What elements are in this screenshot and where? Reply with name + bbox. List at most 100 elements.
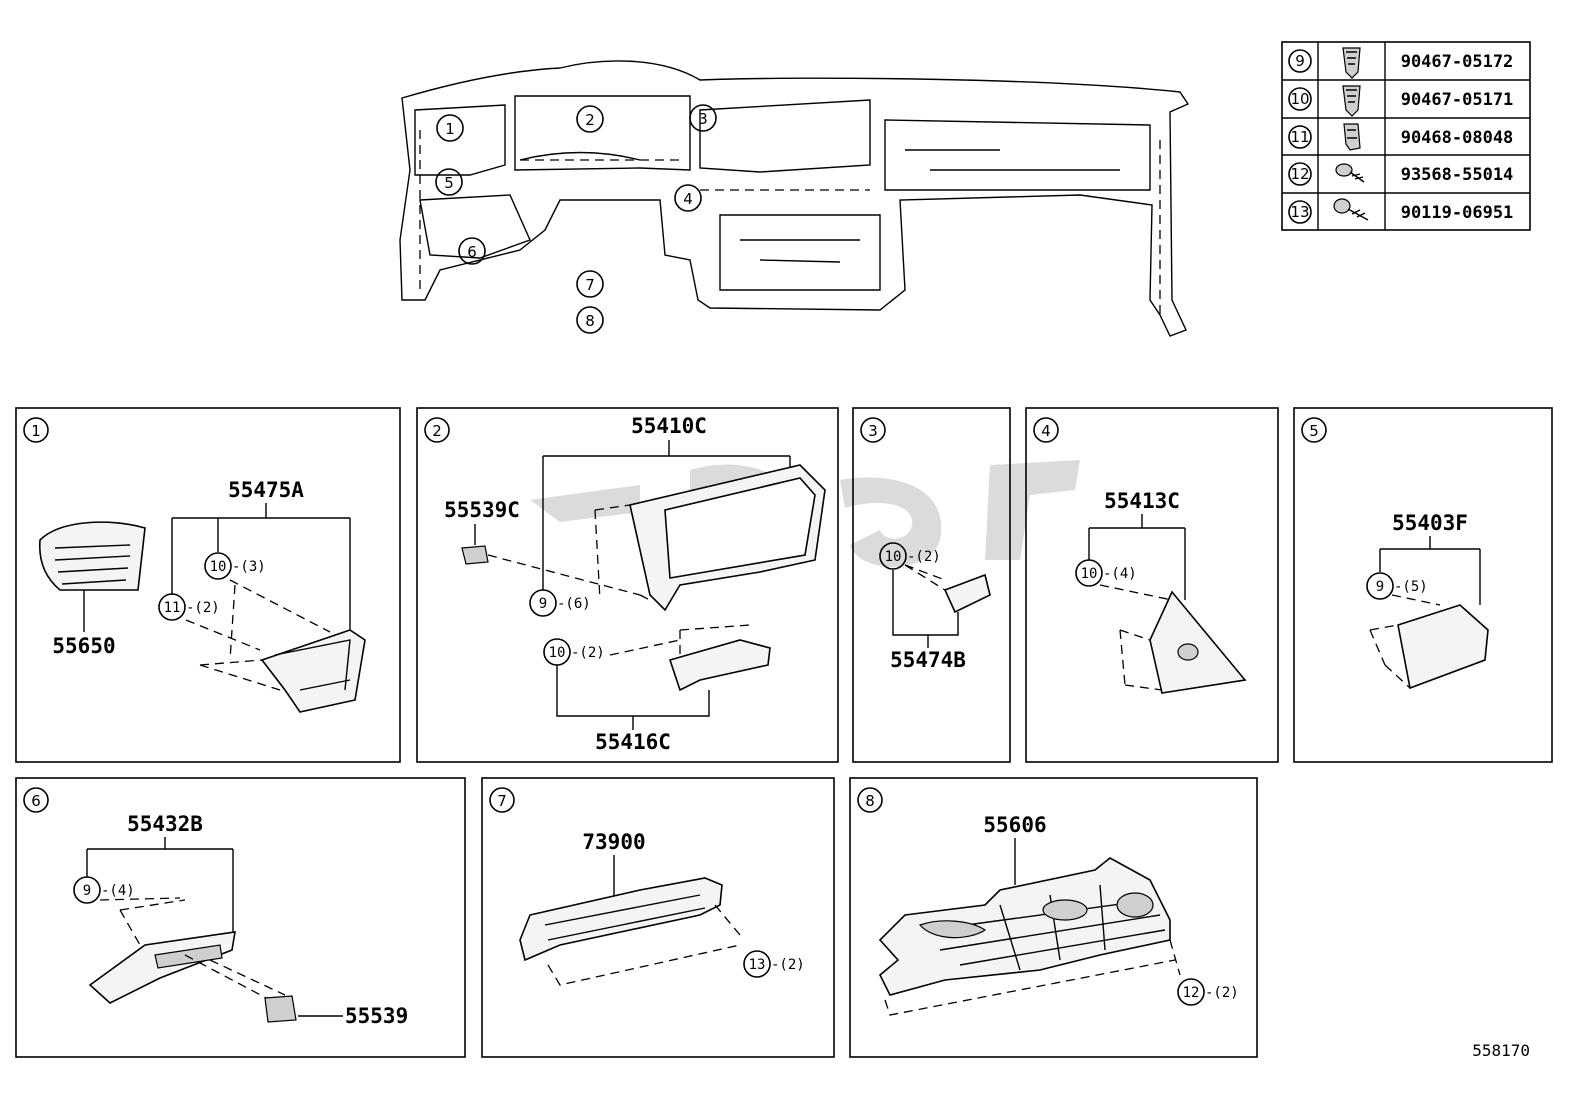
svg-text:1: 1	[445, 120, 455, 138]
svg-text:4: 4	[1041, 422, 1051, 440]
svg-text:9: 9	[1376, 579, 1384, 595]
svg-text:4: 4	[683, 190, 693, 208]
dashboard-overview	[399, 60, 1190, 337]
part-55403F-drawing	[1397, 604, 1489, 690]
svg-text:93568-55014: 93568-55014	[1401, 165, 1514, 185]
svg-text:-(2): -(2)	[571, 645, 605, 661]
svg-text:13: 13	[1290, 203, 1309, 221]
clip-icon	[1342, 85, 1361, 117]
part-55410C-label[interactable]: 55410C	[631, 414, 707, 438]
svg-text:-(4): -(4)	[1103, 566, 1137, 582]
overview-callout-6[interactable]: 6	[458, 237, 486, 265]
part-55606-label[interactable]: 55606	[983, 813, 1046, 837]
svg-text:90119-06951: 90119-06951	[1401, 203, 1514, 223]
svg-text:5: 5	[444, 174, 454, 192]
bolt-icon	[1333, 198, 1369, 221]
svg-text:2: 2	[585, 111, 595, 129]
svg-text:12: 12	[1183, 985, 1200, 1001]
part-55416C-label[interactable]: 55416C	[595, 730, 671, 754]
part-55475A-label[interactable]: 55475A	[228, 478, 304, 502]
svg-text:-(4): -(4)	[101, 883, 135, 899]
panel-5: 5 55403F 9 -(5)	[1293, 407, 1553, 763]
part-55403F-label[interactable]: 55403F	[1392, 511, 1468, 535]
svg-text:9: 9	[83, 883, 91, 899]
svg-text:5: 5	[1309, 422, 1319, 440]
svg-text:6: 6	[31, 792, 41, 810]
panel-1: 1 55650 55475A 10 -(3) 11 -(2)	[15, 407, 401, 763]
svg-text:1: 1	[31, 422, 41, 440]
clip-icon	[1342, 47, 1361, 79]
svg-text:6: 6	[467, 243, 477, 261]
svg-text:-(2): -(2)	[186, 600, 220, 616]
svg-text:-(2): -(2)	[771, 957, 805, 973]
diagram-id: 558170	[1472, 1041, 1530, 1060]
part-55606-drawing	[878, 857, 1171, 996]
table-row[interactable]: 11 90468-08048	[1288, 123, 1514, 151]
part-55413C-drawing	[1149, 590, 1247, 694]
svg-text:-(5): -(5)	[1394, 579, 1428, 595]
part-55432B-label[interactable]: 55432B	[127, 812, 203, 836]
svg-text:7: 7	[497, 792, 507, 810]
part-73900-label[interactable]: 73900	[582, 830, 645, 854]
part-55650-label[interactable]: 55650	[52, 634, 115, 658]
panel-8: 8 55606 12 -(2)	[849, 777, 1258, 1058]
part-55475A-drawing	[260, 629, 366, 713]
svg-text:90467-05171: 90467-05171	[1401, 90, 1514, 110]
svg-text:-(3): -(3)	[232, 559, 266, 575]
part-55413C-label[interactable]: 55413C	[1104, 489, 1180, 513]
panel-7: 7 73900 13 -(2)	[481, 777, 835, 1058]
svg-text:12: 12	[1290, 165, 1309, 183]
svg-text:9: 9	[539, 596, 547, 612]
svg-text:8: 8	[865, 792, 875, 810]
svg-text:10: 10	[1081, 566, 1098, 582]
svg-text:-(6): -(6)	[557, 596, 591, 612]
screw-icon	[1335, 163, 1365, 183]
table-row[interactable]: 12 93568-55014	[1288, 162, 1514, 186]
overview-callout-7[interactable]: 7	[576, 270, 604, 298]
svg-text:11: 11	[1290, 128, 1309, 146]
svg-text:90467-05172: 90467-05172	[1401, 52, 1514, 72]
panel-2: 2 55410C 55539C 9 -(6) 10 -(2) 55416C	[416, 407, 839, 763]
clip-icon	[1343, 123, 1361, 151]
part-55410C-drawing	[629, 464, 826, 612]
fastener-table: 9 90467-05172 10 90467-05171 11 90468-08…	[1281, 41, 1531, 231]
part-55539-label[interactable]: 55539	[345, 1004, 408, 1028]
svg-text:13: 13	[749, 957, 766, 973]
overview-callout-5[interactable]: 5	[435, 168, 463, 196]
panel-4: 4 55413C 10 -(4)	[1025, 407, 1279, 763]
part-55474B-label[interactable]: 55474B	[890, 648, 966, 672]
overview-callout-4[interactable]: 4	[674, 184, 702, 212]
svg-text:3: 3	[698, 110, 708, 128]
part-55539C-label[interactable]: 55539C	[444, 498, 520, 522]
overview-callout-2[interactable]: 2	[576, 105, 604, 133]
svg-text:8: 8	[585, 312, 595, 330]
part-55432B-drawing	[88, 931, 236, 1004]
svg-text:90468-08048: 90468-08048	[1401, 128, 1514, 148]
part-55650-drawing	[38, 521, 146, 591]
overview-callout-3[interactable]: 3	[689, 104, 717, 132]
table-row[interactable]: 9 90467-05172	[1288, 47, 1514, 79]
part-55539C-drawing	[461, 545, 489, 565]
svg-text:-(2): -(2)	[1205, 985, 1239, 1001]
panel-3: 3 10 -(2) 55474B	[852, 407, 1011, 763]
svg-text:7: 7	[585, 276, 595, 294]
svg-text:10: 10	[210, 559, 227, 575]
part-55539-drawing	[264, 995, 297, 1023]
table-row[interactable]: 10 90467-05171	[1288, 85, 1514, 117]
overview-callout-8[interactable]: 8	[576, 306, 604, 334]
svg-text:11: 11	[164, 600, 181, 616]
svg-text:10: 10	[1290, 90, 1309, 108]
svg-text:9: 9	[1295, 52, 1305, 70]
svg-text:10: 10	[549, 645, 566, 661]
overview-callout-1[interactable]: 1	[436, 114, 464, 142]
svg-text:-(2): -(2)	[907, 549, 941, 565]
svg-text:3: 3	[868, 422, 878, 440]
part-73900-drawing	[519, 877, 723, 962]
svg-text:2: 2	[432, 422, 442, 440]
table-row[interactable]: 13 90119-06951	[1288, 198, 1514, 224]
part-55416C-drawing	[668, 639, 771, 692]
part-55474B-drawing	[943, 573, 991, 614]
svg-text:10: 10	[885, 549, 902, 565]
panel-6: 6 55432B 9 -(4) 55539	[15, 777, 466, 1058]
